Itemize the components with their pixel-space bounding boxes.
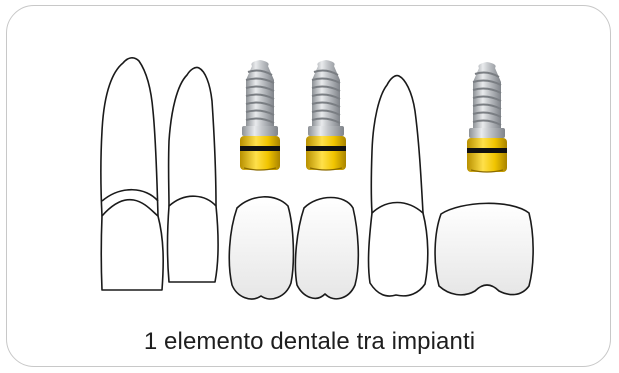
natural-tooth-1: [101, 58, 163, 290]
natural-tooth-2: [168, 67, 219, 282]
diagram-caption: 1 elemento dentale tra impianti: [7, 328, 611, 356]
implant-crown-6: [435, 62, 533, 295]
diagram-card: 1 elemento dentale tra impianti: [6, 5, 611, 367]
implant-crown-3: [229, 60, 293, 299]
implant-crown-4: [295, 60, 358, 299]
natural-tooth-5: [369, 76, 428, 296]
teeth-illustration: [7, 6, 611, 367]
